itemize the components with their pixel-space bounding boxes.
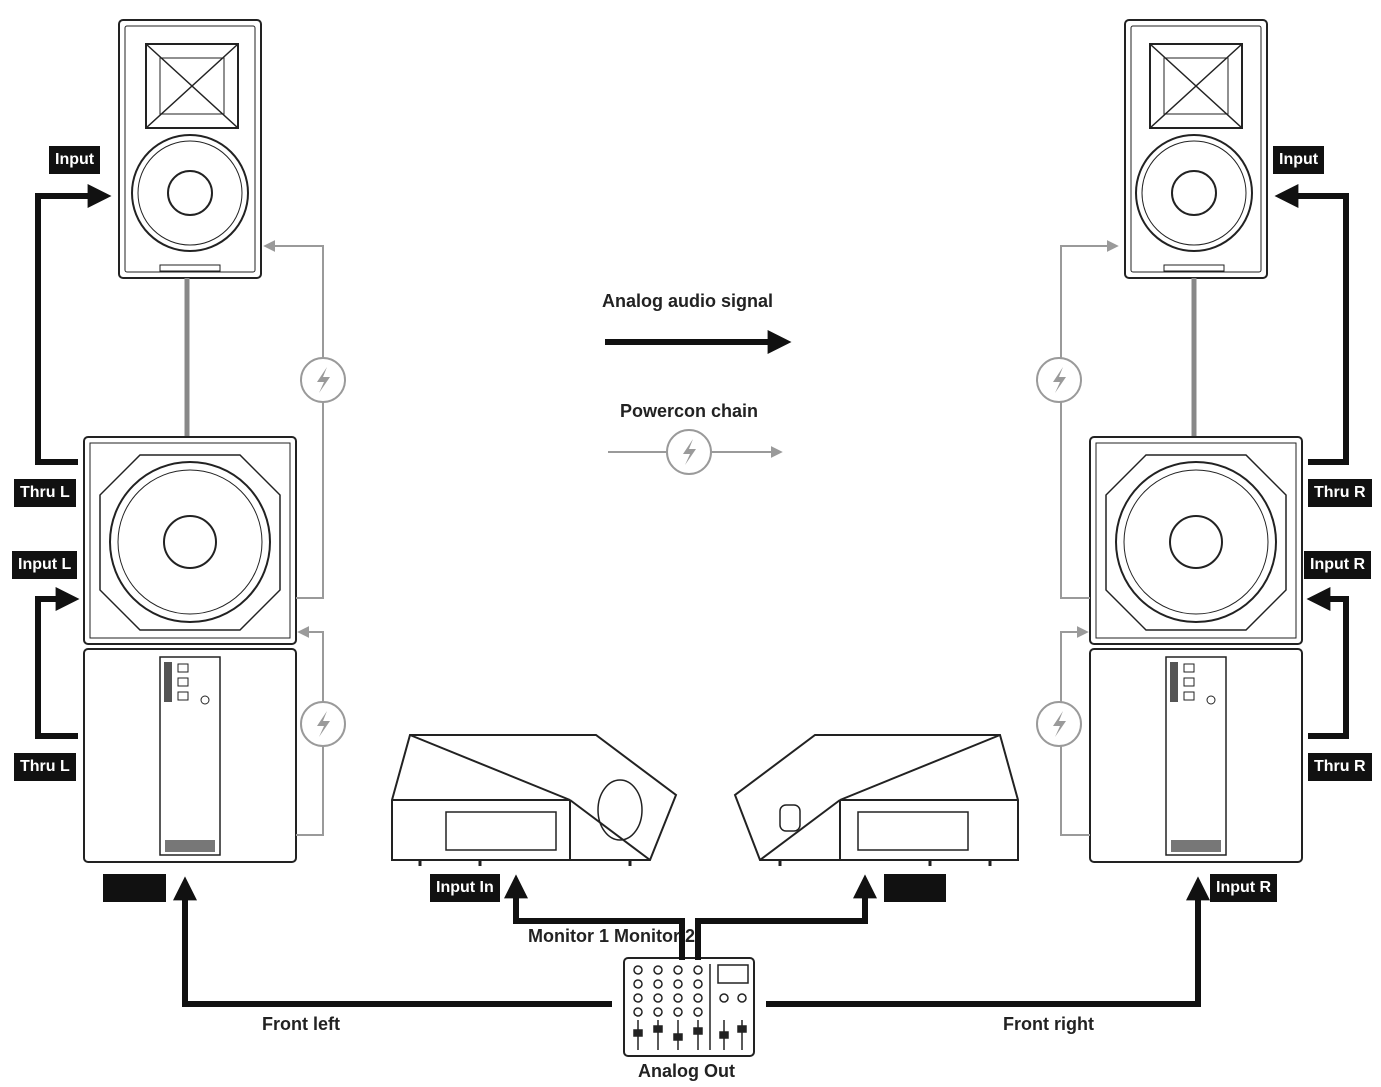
left-top-thru-cable [35,184,112,465]
left-bottom-subwoofer [83,648,297,863]
label-right-thru-lower: Thru R [1308,753,1372,781]
mixer [623,957,755,1057]
label-monitor-2-input [884,874,946,902]
label-left-thru-lower: Thru L [14,753,76,781]
left-mid-thru-cable [35,587,80,739]
caption-analog-out: Analog Out [638,1061,735,1081]
label-top-right-input: Input [1273,146,1325,174]
caption-monitors: Monitor 1 Monitor 2 [528,926,695,946]
label-left-thru-upper: Thru L [14,479,76,507]
lightning-icon [300,701,346,747]
signal-cables [35,184,1349,1007]
right-top-thru-cable [1274,184,1349,465]
label-left-sub-input [103,874,166,902]
monitor-2-cable [695,874,877,960]
lightning-icon [300,357,346,403]
caption-front-right: Front right [1003,1014,1094,1034]
legend-analog-signal: Analog audio signal [602,291,774,311]
lightning-icon [1036,701,1082,747]
label-right-input-mid: Input R [1304,551,1372,579]
front-left-cable [173,876,612,1007]
lightning-icon [666,429,712,475]
legend-powercon-chain: Powercon chain [620,401,759,421]
right-top-speaker [1124,19,1268,279]
caption-front-left: Front left [262,1014,340,1034]
powercon-symbols [300,357,1082,747]
right-bottom-subwoofer [1089,648,1303,863]
right-mid-thru-cable [1306,587,1349,739]
front-right-cable [766,876,1210,1007]
label-monitor-1-input: Input In [430,874,500,902]
label-left-input-mid: Input L [12,551,78,579]
monitor-1-wedge [391,734,678,866]
label-right-sub-input: Input R [1210,874,1278,902]
label-right-thru-upper: Thru R [1308,479,1372,507]
right-mid-subwoofer [1089,436,1303,645]
left-mid-subwoofer [83,436,297,645]
monitor-2-wedge [733,734,1019,866]
left-top-speaker [118,19,262,279]
lightning-icon [1036,357,1082,403]
mixer-knobs [633,965,703,1017]
monitor-1-cable [504,874,685,960]
label-top-left-input: Input [49,146,101,174]
mixer-faders [633,1020,747,1050]
